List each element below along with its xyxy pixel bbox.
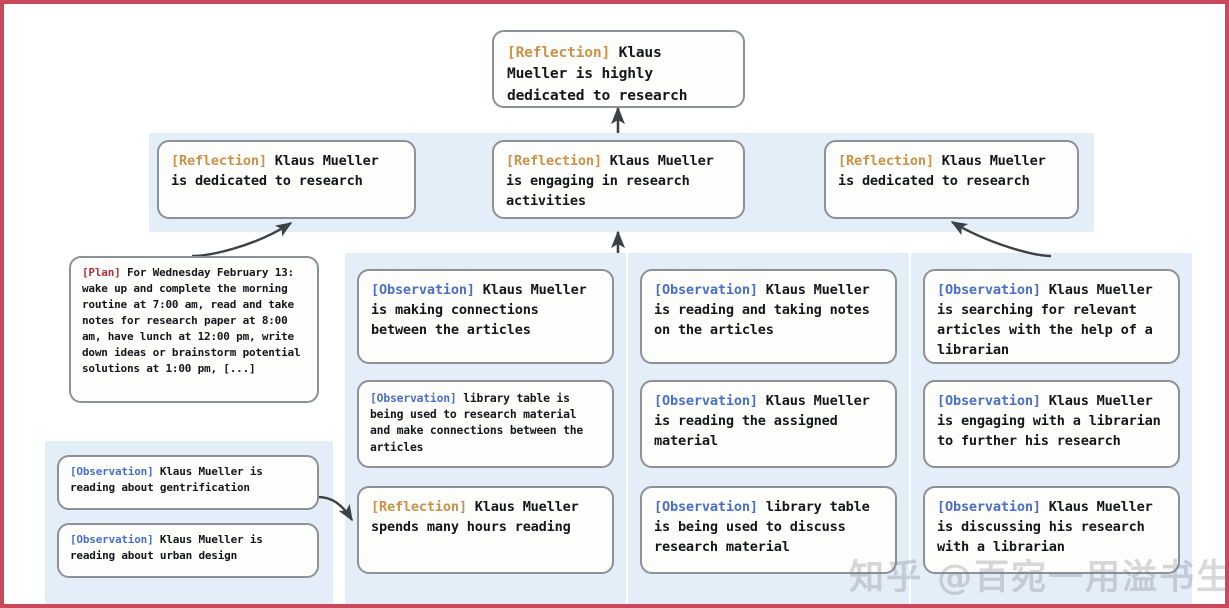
reflection-right-text: Klaus Mueller is dedicated to research xyxy=(838,153,1054,190)
tag-reflection: [Reflection] xyxy=(171,153,267,169)
tag-observation: [Observation] xyxy=(937,282,1041,298)
column-c-node-2[interactable]: [Observation] Klaus Mueller is engaging … xyxy=(923,380,1180,468)
column-a-node-2-text: library table is being used to research … xyxy=(370,391,590,454)
column-b-node-2[interactable]: [Observation] Klaus Mueller is reading t… xyxy=(640,380,897,468)
reflection-node-middle[interactable]: [Reflection] Klaus Mueller is engaging i… xyxy=(492,140,745,219)
column-b-node-2-text: Klaus Mueller is reading the assigned ma… xyxy=(654,393,878,450)
tag-observation: [Observation] xyxy=(370,391,457,405)
tag-observation: [Observation] xyxy=(937,393,1041,409)
column-b-node-1[interactable]: [Observation] Klaus Mueller is reading a… xyxy=(640,269,897,364)
tag-observation: [Observation] xyxy=(937,499,1041,515)
column-a-node-1-text: Klaus Mueller is making connections betw… xyxy=(371,282,595,339)
column-c-node-2-text: Klaus Mueller is engaging with a librari… xyxy=(937,393,1169,450)
left-observation-1-text: Klaus Mueller is reading about gentrific… xyxy=(70,465,270,494)
root-reflection-text: Klaus Mueller is highly dedicated to res… xyxy=(507,44,688,104)
column-a-node-3-text: Klaus Mueller spends many hours reading xyxy=(371,499,587,536)
tag-observation: [Observation] xyxy=(654,393,758,409)
left-observation-2-text: Klaus Mueller is reading about urban des… xyxy=(70,533,270,562)
plan-text: For Wednesday February 13: wake up and c… xyxy=(82,266,307,375)
column-c-node-1-text: Klaus Mueller is searching for relevant … xyxy=(937,282,1161,359)
reflection-left-text: Klaus Mueller is dedicated to research xyxy=(171,153,387,190)
tag-observation: [Observation] xyxy=(654,499,758,515)
column-a-node-2[interactable]: [Observation] library table is being use… xyxy=(357,380,614,468)
tag-observation: [Observation] xyxy=(654,282,758,298)
column-c-node-3[interactable]: [Observation] Klaus Mueller is discussin… xyxy=(923,486,1180,574)
tag-observation: [Observation] xyxy=(70,533,154,546)
column-b-node-1-text: Klaus Mueller is reading and taking note… xyxy=(654,282,878,339)
left-observation-node-1[interactable]: [Observation] Klaus Mueller is reading a… xyxy=(57,455,319,510)
reflection-node-left[interactable]: [Reflection] Klaus Mueller is dedicated … xyxy=(157,140,416,219)
left-observation-node-2[interactable]: [Observation] Klaus Mueller is reading a… xyxy=(57,523,319,578)
reflection-node-right[interactable]: [Reflection] Klaus Mueller is dedicated … xyxy=(824,140,1079,219)
tag-observation: [Observation] xyxy=(371,282,475,298)
tag-reflection: [Reflection] xyxy=(507,44,611,61)
tag-reflection: [Reflection] xyxy=(838,153,934,169)
tag-plan: [Plan] xyxy=(82,266,121,279)
root-reflection-node[interactable]: [Reflection] Klaus Mueller is highly ded… xyxy=(492,30,745,108)
tag-reflection: [Reflection] xyxy=(371,499,467,515)
tag-observation: [Observation] xyxy=(70,465,154,478)
column-b-node-3[interactable]: [Observation] library table is being use… xyxy=(640,486,897,574)
plan-node[interactable]: [Plan] For Wednesday February 13: wake u… xyxy=(69,256,319,403)
column-c-node-1[interactable]: [Observation] Klaus Mueller is searching… xyxy=(923,269,1180,364)
column-c-node-3-text: Klaus Mueller is discussing his research… xyxy=(937,499,1161,556)
column-a-node-3[interactable]: [Reflection] Klaus Mueller spends many h… xyxy=(357,486,614,574)
column-b-node-3-text: library table is being used to discuss r… xyxy=(654,499,878,556)
tag-reflection: [Reflection] xyxy=(506,153,602,169)
column-a-node-1[interactable]: [Observation] Klaus Mueller is making co… xyxy=(357,269,614,364)
reflection-middle-text: Klaus Mueller is engaging in research ac… xyxy=(506,153,722,210)
